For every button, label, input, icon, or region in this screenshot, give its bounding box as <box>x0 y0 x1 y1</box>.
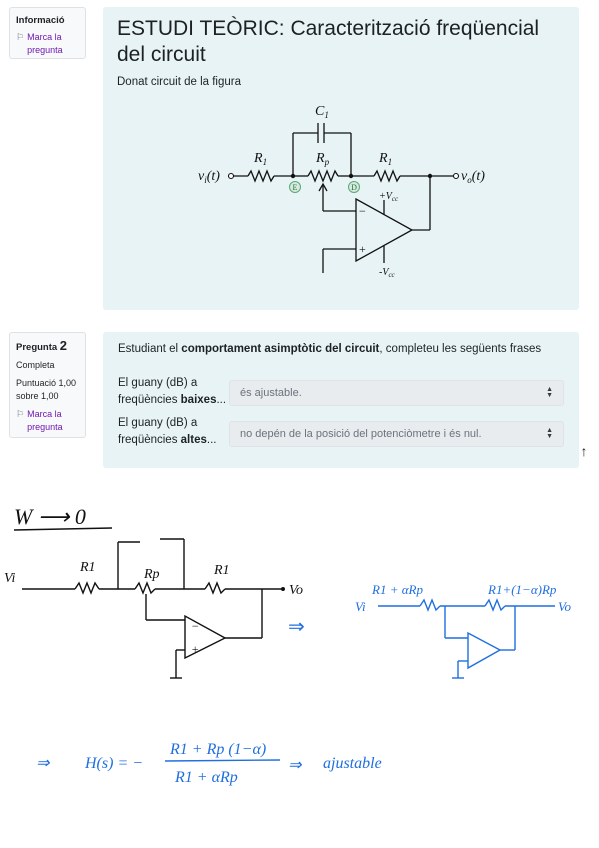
c1-label: C1 <box>315 104 329 120</box>
node-e-label: E <box>293 183 298 192</box>
node-d-label: D <box>351 183 357 192</box>
opamp-minus: − <box>359 204 366 218</box>
right-r-right-note: R1+(1−α)Rp <box>487 582 557 597</box>
h-label-note: H(s) = − <box>84 755 143 772</box>
low-freq-select[interactable]: és ajustable. ▲▼ <box>229 380 564 406</box>
opamp-plus: + <box>359 242 366 256</box>
numerator-note: R1 + Rp (1−α) <box>169 741 266 758</box>
flag-icon: ⚐ <box>16 409 25 419</box>
left-r1a-note: R1 <box>79 560 96 575</box>
r1-right-label: R1 <box>378 151 392 167</box>
question-text: Estudiant el comportament asimptòtic del… <box>118 343 542 355</box>
arrow-up-icon[interactable]: ↑ <box>580 443 588 459</box>
low-freq-selected: és ajustable. <box>240 387 302 399</box>
left-plus-note: + <box>191 642 199 656</box>
r1-left-label: R1 <box>253 151 267 167</box>
left-minus-note: − <box>191 619 199 633</box>
conclusion-note: ajustable <box>323 755 382 772</box>
right-vo-note: Vo <box>558 599 572 614</box>
left-r1b-note: R1 <box>213 563 230 578</box>
select-arrows-icon: ▲▼ <box>546 427 553 440</box>
high-freq-selected: no depén de la posició del potenciòmetre… <box>240 428 482 440</box>
vi-label: vi(t) <box>198 169 220 185</box>
row1-label: El guany (dB) a freqüències baixes... <box>118 377 227 406</box>
flag-icon: ⚐ <box>16 32 25 42</box>
left-vi-note: Vi <box>4 571 16 586</box>
denominator-note: R1 + αRp <box>174 769 238 786</box>
info-panel: Informació ⚐ Marca la pregunta <box>9 7 86 59</box>
implies-arrow-3: ⇒ <box>288 757 302 774</box>
flag-question-link-2[interactable]: ⚐ Marca la pregunta <box>16 408 79 434</box>
left-vo-note: Vo <box>289 583 303 598</box>
question-content: Estudiant el comportament asimptòtic del… <box>103 332 579 468</box>
question-info-panel: Pregunta 2 Completa Puntuació 1,00 sobre… <box>9 332 86 438</box>
implies-arrow-1: ⇒ <box>288 616 305 638</box>
flag-label: Marca la pregunta <box>27 409 63 432</box>
rp-label: Rp <box>315 151 330 167</box>
circuit-diagram: E D C1 Rp R1 R1 vi(t) vo(t) +Vcc -Vcc − … <box>198 104 485 279</box>
right-r-left-note: R1 + αRp <box>371 582 423 597</box>
right-vi-note: Vi <box>355 599 366 614</box>
implies-arrow-2: ⇒ <box>36 755 50 772</box>
question-number: Pregunta 2 <box>16 338 67 353</box>
vcc-pos-label: +Vcc <box>379 191 399 203</box>
flag-label: Marca la pregunta <box>27 32 63 55</box>
select-arrows-icon: ▲▼ <box>546 386 553 399</box>
info-content: ESTUDI TEÒRIC: Caracterització freqüenci… <box>103 7 579 310</box>
vo-label: vo(t) <box>461 169 485 185</box>
row2-label: El guany (dB) a freqüències altes... <box>118 417 217 446</box>
info-title: Informació <box>16 15 65 26</box>
question-prompt: Donat circuit de la figura <box>117 76 242 88</box>
question-status: Completa <box>16 360 55 370</box>
page-title: ESTUDI TEÒRIC: Caracterització freqüenci… <box>117 17 540 66</box>
left-rp-note: Rp <box>143 567 160 582</box>
flag-question-link[interactable]: ⚐ Marca la pregunta <box>16 31 79 57</box>
heading-note: W ⟶ 0 <box>14 504 86 529</box>
handwritten-notes: W ⟶ 0 Vi R1 Rp R1 Vo − + ⇒ <box>4 504 572 786</box>
vcc-neg-label: -Vcc <box>379 267 396 279</box>
high-freq-select[interactable]: no depén de la posició del potenciòmetre… <box>229 421 564 447</box>
question-score: Puntuació 1,00 sobre 1,00 <box>16 378 77 401</box>
